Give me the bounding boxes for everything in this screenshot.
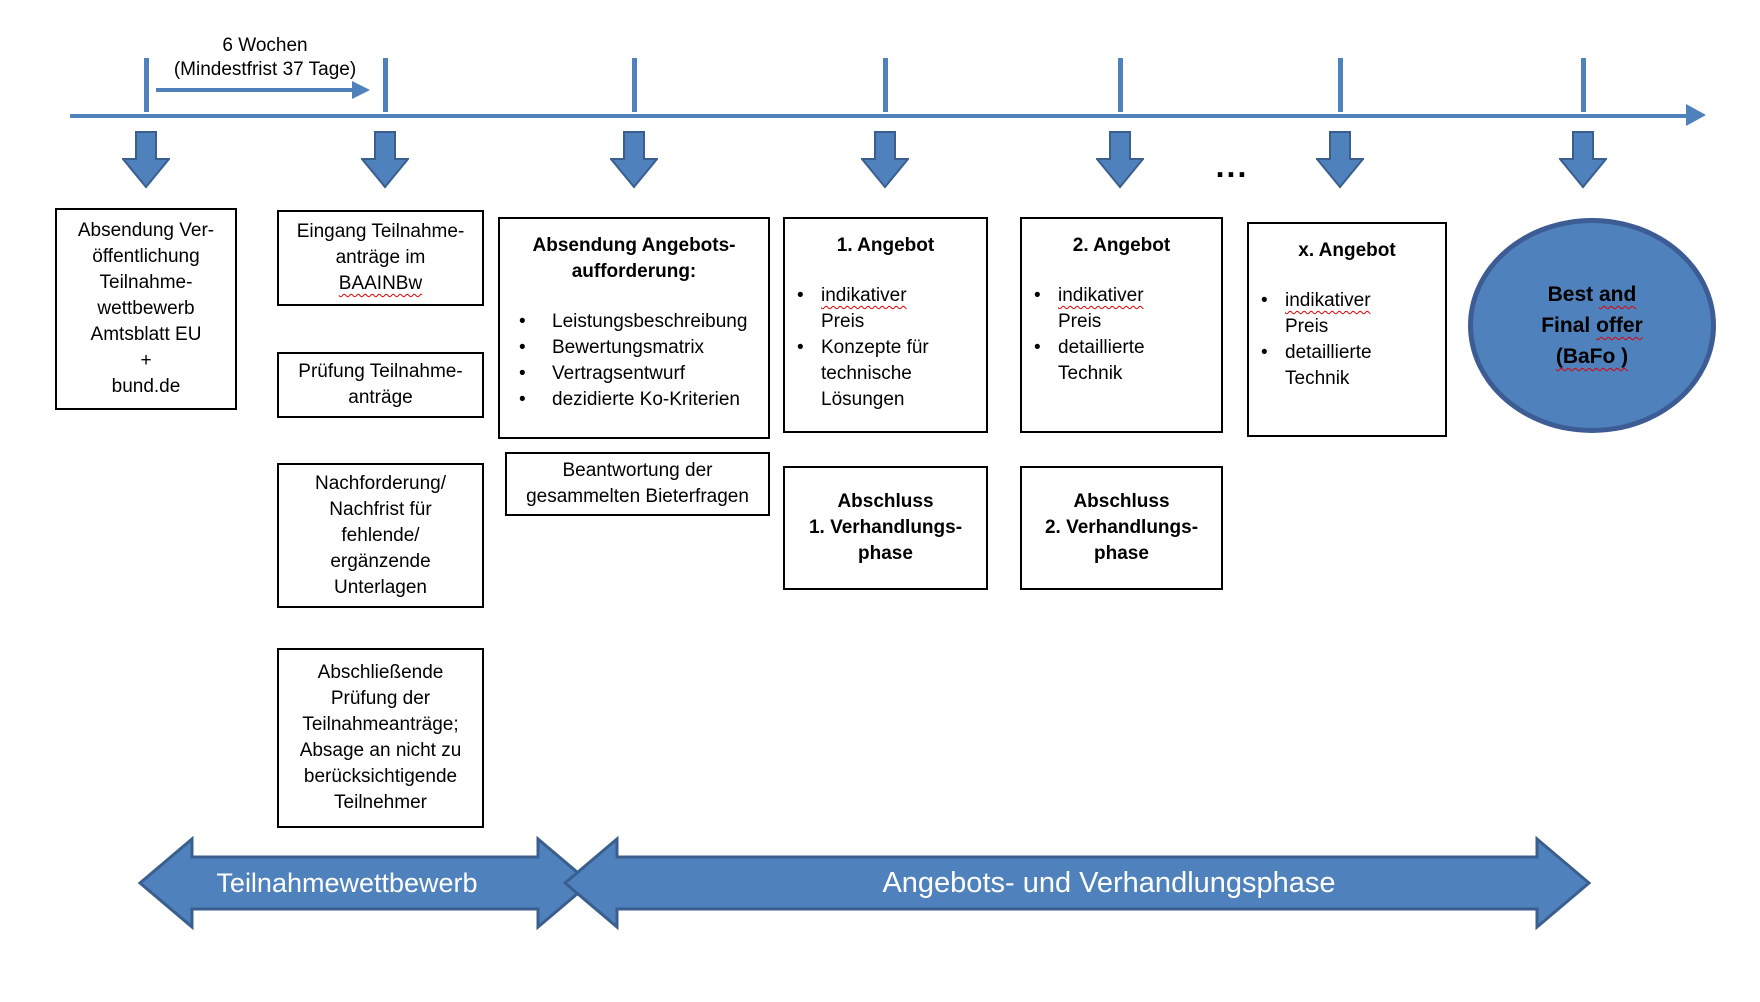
timeline-arrowhead-icon [1686, 104, 1706, 126]
box-title: Absendung Angebots- aufforderung: [532, 235, 736, 282]
bafo-circle: Best and Final offer (BaFo ) [1468, 218, 1716, 433]
misspelled-word: BAAINBw [338, 273, 423, 294]
bullet-item: detaillierte Technik [1261, 340, 1441, 392]
misspelled-word: (BaFo ) [1555, 345, 1629, 368]
bullet-item: dezidierte Ko-Kriterien [519, 387, 764, 413]
phase-label-teilnahmewettbewerb: Teilnahmewettbewerb [216, 867, 478, 898]
box-title: x. Angebot [1298, 240, 1396, 261]
misspelled-word: indikativer [1058, 285, 1144, 306]
box-abschluss-verhandlung-1: Abschluss 1. Verhandlungs- phase [783, 466, 988, 590]
box-text: Abschließende Prüfung der Teilnahmeanträ… [299, 662, 462, 813]
box-text: Abschluss 2. Verhandlungs- phase [1044, 491, 1199, 564]
ellipsis-label: ... [1215, 148, 1249, 184]
box-text: Eingang Teilnahme- anträge im [296, 221, 465, 268]
box-pruefung-teilnahmeantraege: Prüfung Teilnahme- anträge [277, 352, 484, 418]
box-text: Nachforderung/ Nachfrist für fehlende/ e… [315, 472, 446, 598]
phase-label-angebotsphase: Angebots- und Verhandlungsphase [882, 866, 1336, 899]
bullet-item: detaillierte Technik [1034, 335, 1217, 387]
down-arrow-icon [1096, 131, 1144, 189]
box-title: 1. Angebot [836, 235, 935, 256]
box-text: Absendung Ver- öffentlichung Teilnahme- … [77, 220, 215, 397]
down-arrow-icon [1316, 131, 1364, 189]
bafo-line2: Final offer [1541, 314, 1643, 337]
timeline-tick [632, 58, 637, 112]
down-arrow-icon [122, 131, 170, 189]
bafo-line1: Best and [1547, 283, 1637, 306]
duration-arrow [156, 88, 356, 92]
bullet-item: indikativer Preis [797, 283, 982, 335]
box-angebotsaufforderung: Absendung Angebots- aufforderung: Leistu… [498, 217, 770, 439]
duration-line1: 6 Wochen [222, 35, 308, 56]
box-abschluss-verhandlung-2: Abschluss 2. Verhandlungs- phase [1020, 466, 1223, 590]
box-eingang-teilnahmeantraege: Eingang Teilnahme- anträge im BAAINBw [277, 210, 484, 306]
down-arrow-icon [861, 131, 909, 189]
bullet-item: indikativer Preis [1034, 283, 1217, 335]
bullet-item: indikativer Preis [1261, 288, 1441, 340]
bullet-item: Bewertungsmatrix [519, 335, 764, 361]
box-nachforderung: Nachforderung/ Nachfrist für fehlende/ e… [277, 463, 484, 608]
timeline-tick [1581, 58, 1586, 112]
box-angebot-x: x. Angebot indikativer Preis detailliert… [1247, 222, 1447, 437]
bullet-item: Vertragsentwurf [519, 361, 764, 387]
box-text: Beantwortung der gesammelten Bieterfrage… [526, 460, 749, 507]
down-arrow-icon [361, 131, 409, 189]
box-angebot-2: 2. Angebot indikativer Preis detailliert… [1020, 217, 1223, 433]
timeline-tick [383, 58, 388, 112]
bafo-line3: (BaFo ) [1556, 341, 1628, 372]
box-text: Prüfung Teilnahme- anträge [298, 361, 463, 408]
timeline-tick [144, 58, 149, 112]
misspelled-word: and [1599, 283, 1637, 306]
box-abschliessende-pruefung: Abschließende Prüfung der Teilnahmeanträ… [277, 648, 484, 828]
phase-arrow-angebotsphase-icon [563, 835, 1591, 931]
misspelled-word: indikativer [821, 285, 907, 306]
duration-label: 6 Wochen (Mindestfrist 37 Tage) [150, 34, 380, 82]
down-arrow-icon [1559, 131, 1607, 189]
timeline-tick [883, 58, 888, 112]
misspelled-word: indikativer [1285, 290, 1371, 311]
bullet-item: Leistungsbeschreibung [519, 309, 764, 335]
box-text: Abschluss 1. Verhandlungs- phase [808, 491, 963, 564]
duration-line2: (Mindestfrist 37 Tage) [173, 59, 357, 80]
duration-arrowhead-icon [352, 81, 370, 99]
down-arrow-icon [610, 131, 658, 189]
box-absendung-veroeffentlichung: Absendung Ver- öffentlichung Teilnahme- … [55, 208, 237, 410]
bullet-item: Konzepte für technische Lösungen [797, 335, 982, 413]
misspelled-word: offer [1596, 314, 1643, 337]
timeline-tick [1118, 58, 1123, 112]
timeline-axis [70, 114, 1688, 118]
timeline-tick [1338, 58, 1343, 112]
box-angebot-1: 1. Angebot indikativer Preis Konzepte fü… [783, 217, 988, 433]
box-bieterfragen: Beantwortung der gesammelten Bieterfrage… [505, 452, 770, 516]
box-title: 2. Angebot [1072, 235, 1171, 256]
